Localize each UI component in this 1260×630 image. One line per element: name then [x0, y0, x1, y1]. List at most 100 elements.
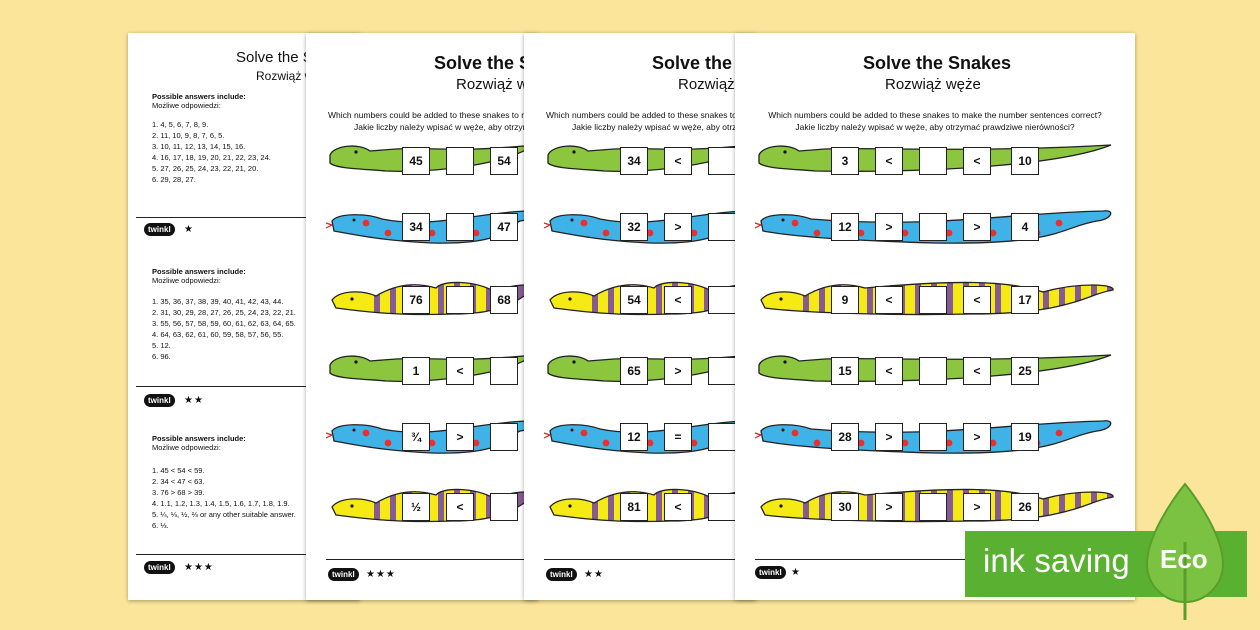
number-box: < — [875, 147, 903, 175]
answer-item: 5. 12. — [152, 341, 171, 350]
answer-box[interactable] — [919, 213, 947, 241]
number-box: ¾ — [402, 423, 430, 451]
difficulty-stars: ★ — [791, 567, 801, 578]
divider — [136, 217, 360, 218]
answer-box[interactable] — [490, 357, 518, 385]
answer-item: 1. 35, 36, 37, 38, 39, 40, 41, 42, 43, 4… — [152, 297, 284, 306]
number-box: 10 — [1011, 147, 1039, 175]
answers-list-1: 1. 4, 5, 6, 7, 8, 9. 2. 11, 10, 9, 8, 7,… — [152, 119, 271, 185]
number-box: 30 — [831, 493, 859, 521]
number-box: > — [963, 493, 991, 521]
answer-box[interactable] — [708, 286, 736, 314]
answer-box[interactable] — [708, 423, 736, 451]
number-box: < — [963, 286, 991, 314]
answer-box[interactable] — [708, 357, 736, 385]
number-box: 45 — [402, 147, 430, 175]
eco-label: Eco — [1160, 544, 1208, 574]
answer-item: 2. 34 < 47 < 63. — [152, 477, 205, 486]
instruction-pl: Jakie liczby należy wpisać w węże, aby o… — [795, 122, 1075, 132]
instruction-en: Which numbers could be added to these sn… — [546, 110, 756, 120]
number-box: 47 — [490, 213, 518, 241]
ink-saving-text: ink saving — [983, 542, 1130, 579]
number-box: 25 — [1011, 357, 1039, 385]
number-box: 34 — [620, 147, 648, 175]
divider — [136, 554, 360, 555]
answers-subheading-1: Możliwe odpowiedzi: — [152, 101, 221, 110]
answer-item: 3. 10, 11, 12, 13, 14, 15, 16. — [152, 142, 246, 151]
answer-box[interactable] — [446, 147, 474, 175]
number-box: 3 — [831, 147, 859, 175]
answer-box[interactable] — [919, 147, 947, 175]
answer-item: 6. 29, 28, 27. — [152, 175, 196, 184]
answers-heading-1: Possible answers include: — [152, 92, 246, 101]
twinkl-logo: twinkl — [144, 561, 175, 574]
number-box: 65 — [620, 357, 648, 385]
worksheet-title: Solve the Snakes — [863, 53, 1012, 73]
worksheet-subtitle: Rozwiąż węże — [885, 76, 981, 93]
worksheet-subtitle: Rozwiąż węże — [456, 76, 538, 93]
twinkl-logo: twinkl — [144, 223, 175, 236]
answer-box[interactable] — [708, 147, 736, 175]
answer-box[interactable] — [708, 213, 736, 241]
number-box: 26 — [1011, 493, 1039, 521]
answer-item: 3. 76 > 68 > 39. — [152, 488, 205, 497]
number-box: < — [875, 357, 903, 385]
answer-box[interactable] — [446, 286, 474, 314]
snake-row: 15 < <25 — [755, 349, 1115, 389]
instruction-en: Which numbers could be added to these sn… — [328, 110, 538, 120]
answer-box[interactable] — [919, 286, 947, 314]
number-box: > — [875, 213, 903, 241]
twinkl-logo: twinkl — [546, 568, 577, 581]
number-box: < — [963, 357, 991, 385]
number-box: ½ — [402, 493, 430, 521]
snake-row: 81< — [544, 485, 756, 525]
number-box: 1 — [402, 357, 430, 385]
answer-box[interactable] — [446, 213, 474, 241]
answers-heading-3: Possible answers include: — [152, 434, 246, 443]
number-box: 9 — [831, 286, 859, 314]
answer-item: 4. 16, 17, 18, 19, 20, 21, 22, 23, 24. — [152, 153, 271, 162]
snake-row: 65> — [544, 349, 756, 389]
answer-box[interactable] — [919, 357, 947, 385]
answer-box[interactable] — [708, 493, 736, 521]
answer-item: 2. 11, 10, 9, 8, 7, 6, 5. — [152, 131, 225, 140]
snake-row: 9 < <17 — [755, 278, 1115, 318]
twinkl-logo: twinkl — [328, 568, 359, 581]
number-box: 28 — [831, 423, 859, 451]
snake-row: 1< — [326, 349, 538, 389]
answer-box[interactable] — [490, 493, 518, 521]
number-box: < — [664, 286, 692, 314]
number-box: 15 — [831, 357, 859, 385]
number-box: > — [963, 213, 991, 241]
snake-row: 34< — [544, 139, 756, 179]
number-box: < — [875, 286, 903, 314]
worksheet-one-star: Solve the Snakes Rozwiąż węże Which numb… — [735, 33, 1135, 600]
difficulty-stars: ★★★ — [184, 562, 214, 573]
number-box: > — [446, 423, 474, 451]
divider — [326, 559, 538, 560]
answer-item: 1. 4, 5, 6, 7, 8, 9. — [152, 120, 209, 129]
answer-item: 4. 64, 63, 62, 61, 60, 59, 58, 57, 56, 5… — [152, 330, 284, 339]
snake-row: 34 47 — [325, 205, 538, 245]
snake-row: 12>>4 — [754, 205, 1115, 245]
instruction-en: Which numbers could be added to these sn… — [768, 110, 1102, 120]
eco-leaf-icon — [1145, 482, 1225, 620]
divider — [544, 559, 756, 560]
snake-row: 30 > >26 — [755, 485, 1115, 525]
instruction-pl: Jakie liczby należy wpisać w węże, aby o… — [572, 122, 756, 132]
number-box: 17 — [1011, 286, 1039, 314]
number-box: > — [875, 493, 903, 521]
number-box: < — [446, 493, 474, 521]
number-box: 32 — [620, 213, 648, 241]
answer-box[interactable] — [919, 423, 947, 451]
number-box: 34 — [402, 213, 430, 241]
answers-subheading-3: Możliwe odpowiedzi: — [152, 443, 221, 452]
worksheet-title: Solve the Snakes — [652, 53, 756, 73]
answer-box[interactable] — [919, 493, 947, 521]
snake-row: 28>>19 — [754, 415, 1115, 455]
answer-item: 5. ¼, ⅓, ½, ⅔ or any other suitable answ… — [152, 510, 296, 519]
answer-box[interactable] — [490, 423, 518, 451]
answers-list-3: 1. 45 < 54 < 59. 2. 34 < 47 < 63. 3. 76 … — [152, 465, 296, 531]
